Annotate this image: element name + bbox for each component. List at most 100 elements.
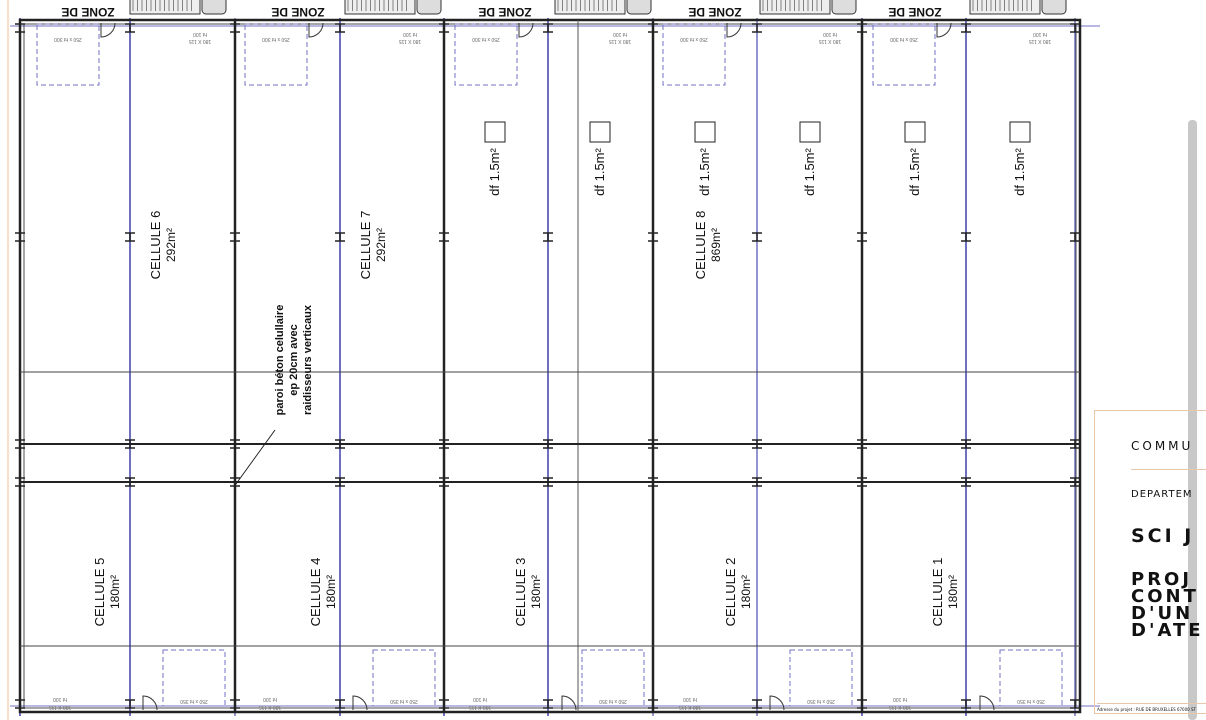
door-swing-icon <box>561 695 577 711</box>
title-block: COMMU DEPARTEM SCI J PROJ CONT D'UN D'AT… <box>1094 410 1206 714</box>
loading-zone-label: ZONE DE <box>61 5 114 19</box>
door-swing-icon <box>352 695 368 711</box>
door-dimension: 250 x ht 350 <box>390 698 418 704</box>
wall-note: raidisseurs verticaux <box>302 304 314 415</box>
loading-door-outline <box>372 649 436 707</box>
door-swing-icon <box>308 22 324 38</box>
door-swing-icon <box>769 695 785 711</box>
cell-area: 180m² <box>529 575 543 609</box>
door-dimension: ht 100 <box>823 31 837 37</box>
door-dimension: 250 x ht 300 <box>54 36 82 42</box>
door-dimension: 180 X 115 <box>679 704 702 710</box>
door-dimension: 180 X 115 <box>819 38 842 44</box>
loading-zone-label: ZONE DE <box>688 5 741 19</box>
loading-door-outline <box>244 23 308 86</box>
commune-label: COMMU <box>1131 439 1194 453</box>
cell-name: CELLULE 2 <box>723 558 738 627</box>
door-dimension: ht 100 <box>683 696 697 702</box>
vertical-scrollbar[interactable] <box>1188 120 1197 720</box>
skylight-label: df 1.5m² <box>697 147 712 195</box>
truck-icon <box>759 0 857 15</box>
leader-line <box>235 429 276 485</box>
loading-door-outline <box>454 23 518 86</box>
loading-door-outline <box>36 23 100 86</box>
door-dimension: 250 x ht 300 <box>890 36 918 42</box>
loading-zone-label: ZONE DE <box>478 5 531 19</box>
door-dimension: 180 X 115 <box>469 704 492 710</box>
project-title-line: CONT <box>1131 586 1199 607</box>
cell-area: 869m² <box>709 228 723 262</box>
truck-trailer <box>969 0 1041 15</box>
skylight-label: df 1.5m² <box>487 147 502 195</box>
skylight-label: df 1.5m² <box>1012 147 1027 195</box>
door-dimension: 180 X 115 <box>399 38 422 44</box>
door-dimension: 180 X 115 <box>49 704 72 710</box>
door-dimension: ht 100 <box>263 696 277 702</box>
skylight-icon <box>1009 121 1031 143</box>
truck-icon <box>344 0 442 15</box>
project-title-line: D'ATE <box>1131 620 1204 641</box>
truck-icon <box>554 0 652 15</box>
loading-door-outline <box>162 649 226 707</box>
truck-cab <box>201 0 227 15</box>
door-dimension: 180 X 115 <box>609 38 632 44</box>
cell-name: CELLULE 4 <box>308 558 323 627</box>
loading-door-outline <box>662 23 726 86</box>
truck-cab <box>416 0 442 15</box>
truck-icon <box>969 0 1067 15</box>
truck-trailer <box>759 0 831 15</box>
door-swing-icon <box>100 22 116 38</box>
truck-icon <box>129 0 227 15</box>
wall-note: paroi béton celullaire <box>274 305 286 416</box>
door-dimension: 250 x ht 350 <box>807 698 835 704</box>
truck-trailer <box>129 0 201 15</box>
cell-name: CELLULE 6 <box>148 211 163 280</box>
skylight-label: df 1.5m² <box>802 147 817 195</box>
door-swing-icon <box>936 22 952 38</box>
skylight-icon <box>904 121 926 143</box>
cell-area: 180m² <box>739 575 753 609</box>
truck-cab <box>626 0 652 15</box>
cell-area: 180m² <box>108 575 122 609</box>
wall-note: ep 20cm avec <box>288 324 300 396</box>
door-dimension: ht 100 <box>1033 31 1047 37</box>
door-swing-icon <box>518 22 534 38</box>
project-title: PROJ CONT D'UN D'ATE <box>1131 571 1204 641</box>
door-dimension: 250 x ht 350 <box>180 698 208 704</box>
cell-name: CELLULE 1 <box>930 558 945 627</box>
cell-area: 292m² <box>164 228 178 262</box>
door-dimension: 180 X 115 <box>889 704 912 710</box>
door-dimension: 180 X 115 <box>189 38 212 44</box>
project-address: Adresse du projet : RUE DE BRUXELLES 670… <box>1097 703 1206 712</box>
client-label: SCI J <box>1131 525 1195 547</box>
skylight-icon <box>694 121 716 143</box>
loading-door-outline <box>581 649 645 707</box>
cell-area: 180m² <box>946 575 960 609</box>
outer-wall <box>18 18 1082 714</box>
project-title-line: D'UN <box>1131 603 1194 624</box>
door-dimension: 250 x ht 300 <box>472 36 500 42</box>
title-block-divider <box>1131 469 1206 470</box>
door-dimension: 250 x ht 300 <box>680 36 708 42</box>
door-dimension: ht 100 <box>613 31 627 37</box>
cell-area: 180m² <box>324 575 338 609</box>
skylight-icon <box>484 121 506 143</box>
truck-cab <box>1041 0 1067 15</box>
door-dimension: ht 100 <box>53 696 67 702</box>
cell-area: 292m² <box>374 228 388 262</box>
cell-name: CELLULE 3 <box>513 558 528 627</box>
door-dimension: 250 x ht 350 <box>1017 698 1045 704</box>
door-dimension: ht 100 <box>403 31 417 37</box>
loading-zone-label: ZONE DE <box>888 5 941 19</box>
skylight-icon <box>589 121 611 143</box>
door-dimension: 180 X 115 <box>1029 38 1052 44</box>
truck-trailer <box>344 0 416 15</box>
door-dimension: 180 X 115 <box>259 704 282 710</box>
skylight-icon <box>799 121 821 143</box>
cell-name: CELLULE 5 <box>92 558 107 627</box>
door-dimension: 250 x ht 350 <box>599 698 627 704</box>
door-swing-icon <box>979 695 995 711</box>
truck-cab <box>831 0 857 15</box>
cell-name: CELLULE 7 <box>358 211 373 280</box>
